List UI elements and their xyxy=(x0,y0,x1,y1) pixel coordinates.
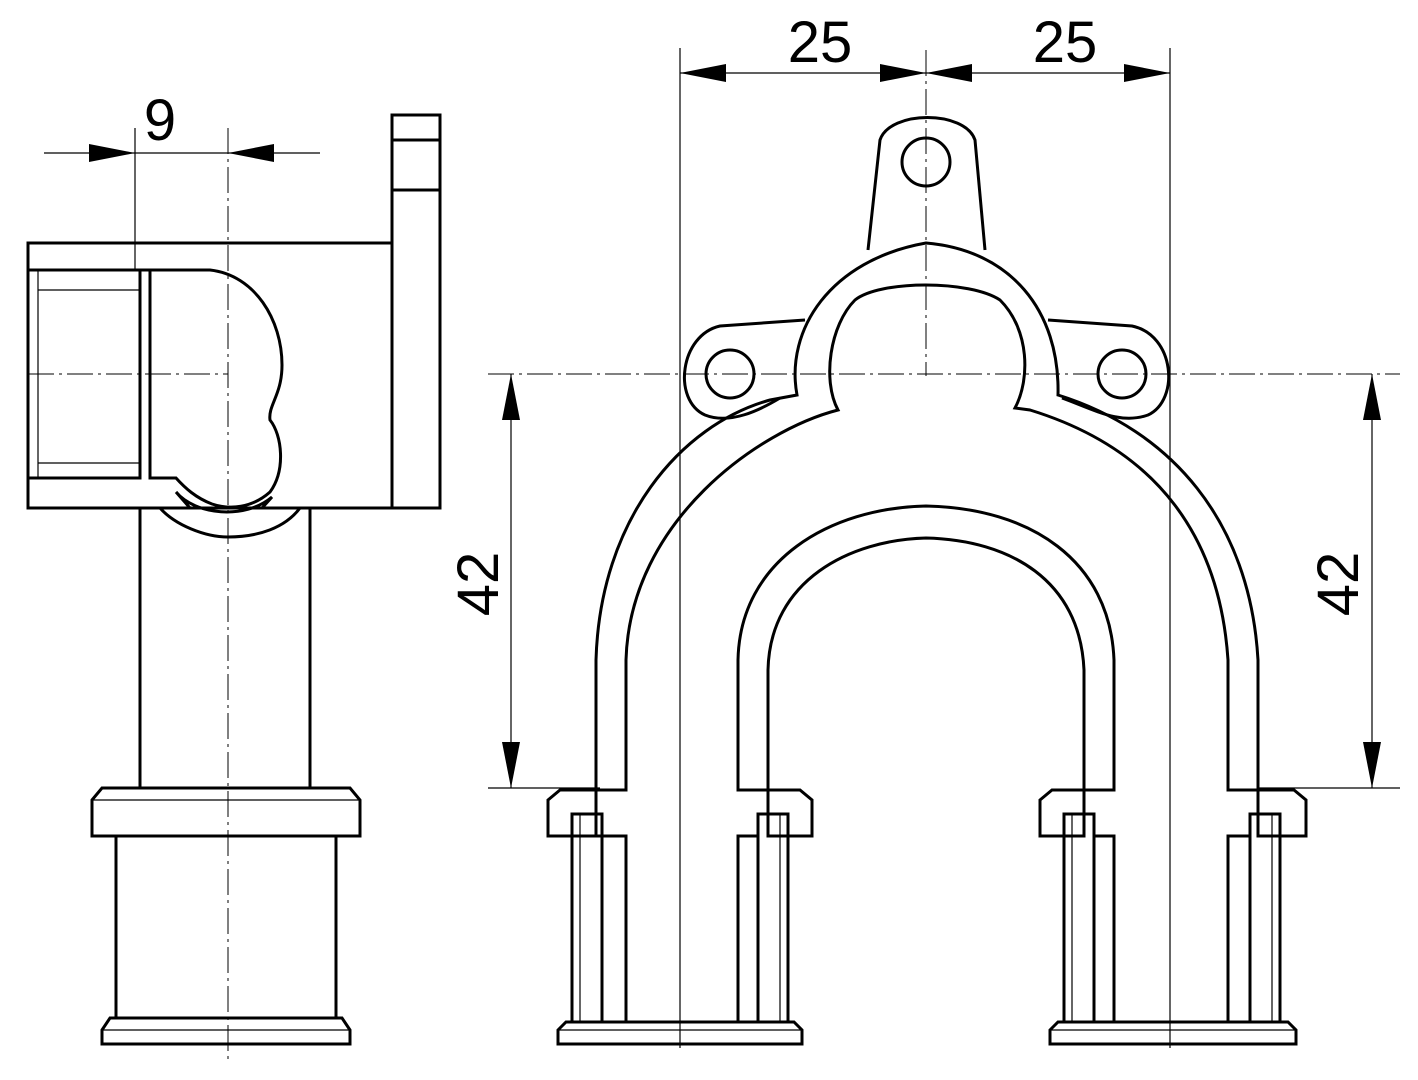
side-cavity xyxy=(148,268,284,509)
front-outer-wall xyxy=(594,241,1260,792)
side-sleeve-collar xyxy=(90,786,362,838)
front-view: 25 25 42 42 xyxy=(446,10,1400,1048)
front-right-fitting xyxy=(1038,788,1308,1046)
front-right-ear xyxy=(1047,318,1171,420)
side-threaded-bore xyxy=(26,268,142,480)
side-sleeve-body xyxy=(114,836,338,1020)
front-left-fitting xyxy=(546,788,814,1046)
side-sleeve-end xyxy=(100,1016,352,1046)
dim-left-height: 42 xyxy=(446,552,511,617)
side-flange xyxy=(390,113,442,510)
dim-side-width: 9 xyxy=(144,88,176,153)
dim-left-half: 25 xyxy=(788,10,853,75)
side-pipe xyxy=(138,508,312,790)
dim-right-half: 25 xyxy=(1033,10,1098,75)
dim-right-height: 42 xyxy=(1306,552,1371,617)
side-body-section xyxy=(26,241,394,510)
side-view: 9 xyxy=(26,88,442,1060)
front-left-ear xyxy=(682,318,806,420)
front-top-lug xyxy=(866,116,987,251)
front-inner-wall xyxy=(736,504,1116,792)
